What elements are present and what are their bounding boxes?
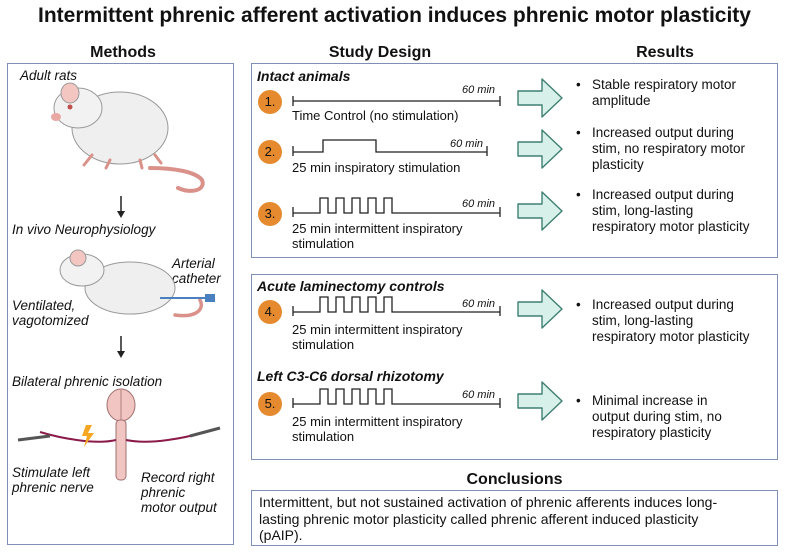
protocol-badge-2: 2. <box>258 140 282 164</box>
arrow-1 <box>517 78 563 118</box>
adult-rats-label: Adult rats <box>20 68 78 83</box>
trace-4 <box>292 296 501 316</box>
acute-laminectomy-label: Acute laminectomy controls <box>257 278 445 294</box>
methods-header: Methods <box>90 44 156 61</box>
controls-panel <box>251 274 778 460</box>
protocol-badge-1: 1. <box>258 90 282 114</box>
conclusions-panel <box>251 490 778 546</box>
left-rhizotomy-label: Left C3-C6 dorsal rhizotomy <box>257 368 444 384</box>
intact-panel <box>251 63 778 258</box>
duration-label-1: 60 min <box>462 84 496 96</box>
study-design-header: Study Design <box>328 44 432 61</box>
arrow-2 <box>517 129 563 169</box>
duration-label-5: 60 min <box>462 389 496 401</box>
protocol-badge-3: 3. <box>258 202 282 226</box>
duration-label-4: 60 min <box>462 298 496 310</box>
arrow-5 <box>517 381 563 421</box>
duration-label-3: 60 min <box>462 198 496 210</box>
intact-animals-label: Intact animals <box>257 68 351 84</box>
arrow-4 <box>517 289 563 329</box>
trace-3 <box>292 197 501 217</box>
conclusions-text: Intermittent, but not sustained activati… <box>259 494 718 543</box>
protocol-caption-1: Time Control (no stimulation) <box>292 108 459 123</box>
trace-5 <box>292 388 501 408</box>
arrow-3 <box>517 191 563 231</box>
in-vivo-label: In vivo Neurophysiology <box>12 222 156 237</box>
protocol-badge-4: 4. <box>258 300 282 324</box>
protocol-badge-5: 5. <box>258 392 282 416</box>
protocol-caption-2: 25 min inspiratory stimulation <box>292 160 461 175</box>
duration-label-2: 60 min <box>450 138 484 150</box>
results-header: Results <box>636 44 694 61</box>
trace-2 <box>292 139 488 156</box>
conclusions-header: Conclusions <box>466 471 563 488</box>
ventilated-label: Ventilated,vagotomized <box>12 298 89 328</box>
bilateral-label: Bilateral phrenic isolation <box>12 374 163 389</box>
methods-panel <box>7 63 234 545</box>
page-title: Intermittent phrenic afferent activation… <box>38 4 751 27</box>
trace-1 <box>292 96 501 106</box>
